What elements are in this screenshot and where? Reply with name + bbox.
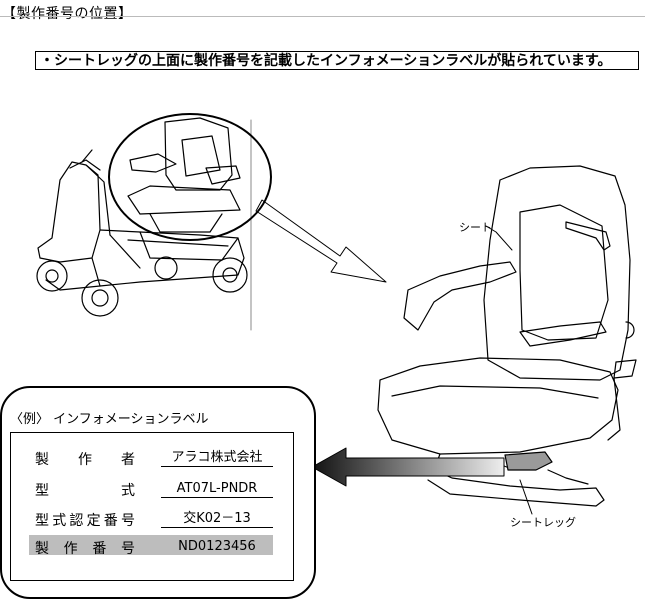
scooter-seat-small (127, 117, 241, 233)
seat-leg-callout-label: シートレッグ (510, 516, 576, 529)
seat-callout-label: シート (459, 221, 492, 234)
label-pointer-arrow (311, 447, 505, 487)
label-key: 製作者 (35, 452, 135, 468)
label-value: 交K02－13 (161, 510, 273, 528)
label-value: アラコ株式会社 (161, 449, 273, 467)
header-rule (0, 16, 645, 17)
serial-highlight (29, 535, 273, 555)
magnify-arrow (255, 199, 387, 283)
label-value: AT07L-PNDR (161, 480, 273, 498)
label-row-certification: 型式認定番号 交K02－13 (11, 507, 293, 529)
label-row-serial-number: 製作番号 ND0123456 (11, 535, 293, 557)
seat-large-drawing (377, 165, 637, 507)
instruction-note: ・シートレッグの上面に製作番号を記載したインフォメーションラベルが貼られています… (35, 51, 639, 70)
scooter-drawing (36, 149, 248, 317)
label-key: 型式認定番号 (35, 513, 135, 529)
example-title: 〈例〉 インフォメーションラベル (10, 412, 209, 427)
label-key: 製作番号 (35, 541, 135, 557)
label-value: ND0123456 (178, 539, 256, 554)
label-row-maker: 製作者 アラコ株式会社 (11, 446, 293, 468)
example-label-panel: 〈例〉 インフォメーションラベル 製作者 アラコ株式会社 型式 AT07L-PN… (0, 386, 316, 599)
section-heading: 【製作番号の位置】 (2, 6, 133, 22)
label-key: 型式 (35, 483, 135, 499)
label-row-model: 型式 AT07L-PNDR (11, 477, 293, 499)
information-label: 製作者 アラコ株式会社 型式 AT07L-PNDR 型式認定番号 交K02－13… (10, 432, 294, 581)
